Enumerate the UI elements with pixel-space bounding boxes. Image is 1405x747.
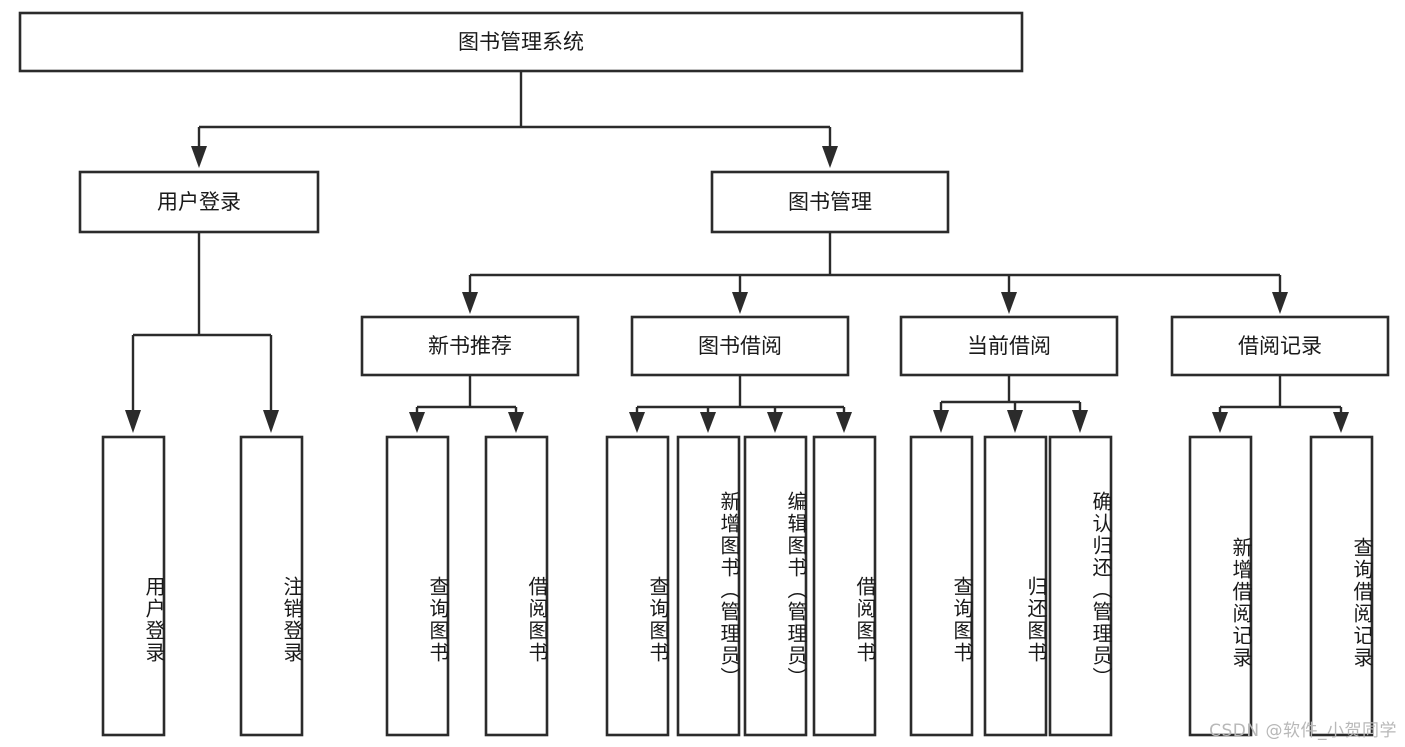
connector-group-user-login (125, 232, 279, 433)
node-current-borrow-label: 当前借阅 (967, 334, 1051, 358)
node-book-borrow-label: 图书借阅 (698, 334, 782, 358)
arrow-head-current-return-book (1007, 410, 1023, 433)
node-current-borrow-box[interactable] (899, 315, 1119, 377)
node-leaf-current-return-book-box[interactable] (983, 435, 1048, 737)
node-leaf-borrow-query-book-box[interactable] (605, 435, 670, 737)
node-borrow-record-box[interactable] (1170, 315, 1390, 377)
node-leaf-borrow-borrow-book-box[interactable] (812, 435, 877, 737)
arrow-head-borrow-borrow-book (836, 412, 852, 433)
node-book-borrow-box[interactable] (630, 315, 850, 377)
node-new-book-recommend-box[interactable] (360, 315, 580, 377)
node-root-box[interactable] (18, 11, 1024, 73)
leaf-boxes (101, 435, 1374, 737)
connector-group-root (191, 71, 838, 168)
node-leaf-recommend-query-book-box[interactable] (385, 435, 450, 737)
node-leaf-current-query-book-box[interactable] (909, 435, 974, 737)
connector-group-new-book-recommend (409, 375, 524, 433)
arrow-head-borrow-add-book (700, 412, 716, 433)
arrow-head-borrow-edit-book (767, 412, 783, 433)
node-current-borrow[interactable]: 当前借阅 (899, 315, 1119, 377)
connector-group-book-borrow (629, 375, 852, 433)
node-leaf-borrow-add-book-box[interactable] (676, 435, 741, 737)
connector-group-book-management (462, 232, 1288, 314)
node-book-borrow[interactable]: 图书借阅 (630, 315, 850, 377)
node-user-login[interactable]: 用户登录 (78, 170, 320, 234)
node-leaf-recommend-borrow-book-box[interactable] (484, 435, 549, 737)
connector-group-borrow-record (1212, 375, 1349, 433)
node-borrow-record-label: 借阅记录 (1238, 334, 1322, 358)
node-borrow-record[interactable]: 借阅记录 (1170, 315, 1390, 377)
arrow-head-recommend-query-book (409, 412, 425, 433)
arrow-head-book-management (822, 146, 838, 168)
node-root[interactable]: 图书管理系统 (18, 11, 1024, 73)
node-leaf-user-login-box[interactable] (101, 435, 166, 737)
node-leaf-borrow-edit-book-box[interactable] (743, 435, 808, 737)
arrow-head-current-query-book (933, 410, 949, 433)
arrow-head-borrow-query-book (629, 412, 645, 433)
arrow-head-current-borrow (1001, 292, 1017, 314)
node-user-login-label: 用户登录 (157, 190, 241, 214)
node-root-label: 图书管理系统 (458, 30, 584, 54)
connector-group-current-borrow (933, 375, 1088, 433)
node-leaf-user-logout-box[interactable] (239, 435, 304, 737)
arrow-head-current-confirm-return (1072, 410, 1088, 433)
arrow-head-user-login (191, 146, 207, 168)
node-book-management-box[interactable] (710, 170, 950, 234)
node-new-book-recommend-label: 新书推荐 (428, 334, 512, 358)
node-book-management[interactable]: 图书管理 (710, 170, 950, 234)
arrow-head-new-book-recommend (462, 292, 478, 314)
arrow-head-leaf-user-login (125, 410, 141, 433)
node-book-management-label: 图书管理 (788, 190, 872, 214)
arrow-head-record-query (1333, 412, 1349, 433)
watermark-text: CSDN @软件_小贺同学 (1209, 721, 1397, 741)
arrow-head-borrow-record (1272, 292, 1288, 314)
arrow-head-leaf-user-logout (263, 410, 279, 433)
node-new-book-recommend[interactable]: 新书推荐 (360, 315, 580, 377)
arrow-head-record-add (1212, 412, 1228, 433)
node-leaf-record-add-box[interactable] (1188, 435, 1253, 737)
arrow-head-book-borrow (732, 292, 748, 314)
node-leaf-current-confirm-return-box[interactable] (1048, 435, 1113, 737)
node-user-login-box[interactable] (78, 170, 320, 234)
arrow-head-recommend-borrow-book (508, 412, 524, 433)
node-leaf-record-query-box[interactable] (1309, 435, 1374, 737)
